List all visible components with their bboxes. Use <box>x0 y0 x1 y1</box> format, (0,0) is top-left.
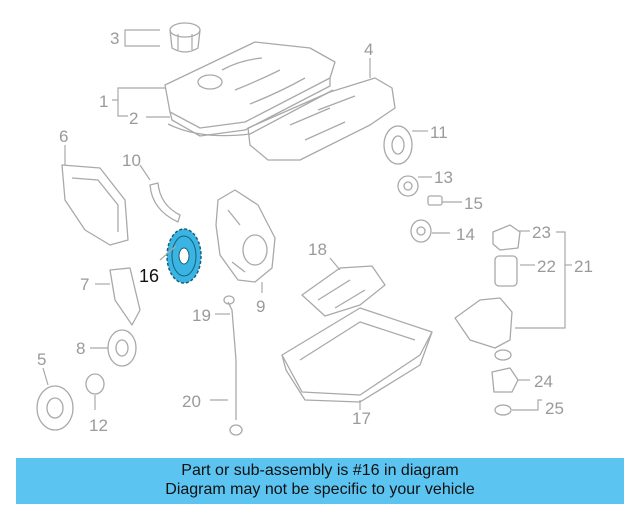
oil-filter-housing <box>454 224 521 416</box>
exploded-parts-diagram: 3 1 2 4 11 6 10 13 15 14 16 7 9 8 5 12 1… <box>36 22 593 436</box>
callout-4: 4 <box>364 40 373 59</box>
camshaft-sprocket <box>383 125 413 165</box>
callout-24: 24 <box>534 372 553 391</box>
callout-16: 16 <box>139 266 159 286</box>
leader-lines <box>42 29 572 411</box>
callout-1: 1 <box>99 92 108 111</box>
callout-19: 19 <box>192 306 211 325</box>
bracket <box>109 267 141 326</box>
crankshaft-pulley <box>36 385 74 431</box>
oil-filler-cap <box>169 22 201 53</box>
small-gear <box>85 373 105 395</box>
callout-22: 22 <box>537 257 556 276</box>
callout-3: 3 <box>110 29 119 48</box>
banner-line-2: Diagram may not be specific to your vehi… <box>165 481 475 498</box>
callout-7: 7 <box>80 275 89 294</box>
upper-timing-cover <box>247 77 396 161</box>
callout-labels: 3 1 2 4 11 6 10 13 15 14 16 7 9 8 5 12 1… <box>37 29 593 435</box>
bolt <box>427 195 443 206</box>
bearing-shell <box>149 182 181 223</box>
callout-10: 10 <box>122 151 141 170</box>
callout-11: 11 <box>430 123 448 142</box>
crankshaft-sprocket-highlighted[interactable] <box>166 228 202 284</box>
banner-line-1: Part or sub-assembly is #16 in diagram <box>181 462 459 479</box>
timing-belt-cover <box>61 164 129 246</box>
front-engine-cover <box>215 189 276 283</box>
callout-6: 6 <box>59 127 68 146</box>
callout-8: 8 <box>76 339 85 358</box>
valve-cover <box>164 41 336 137</box>
dipstick-tube <box>223 295 243 436</box>
callout-25: 25 <box>545 399 564 418</box>
idler-pulley <box>410 219 432 243</box>
tensioner-pulley <box>397 175 419 197</box>
callout-2: 2 <box>129 109 138 128</box>
callout-20: 20 <box>182 392 201 411</box>
callout-14: 14 <box>456 225 475 244</box>
callout-17: 17 <box>352 409 371 428</box>
callout-23: 23 <box>532 223 551 242</box>
callout-21: 21 <box>574 257 593 276</box>
callout-12: 12 <box>89 416 108 435</box>
oil-seal <box>107 329 137 367</box>
oil-baffle <box>301 265 386 317</box>
callout-5: 5 <box>37 350 46 369</box>
oil-pan <box>281 307 433 403</box>
info-banner: Part or sub-assembly is #16 in diagram D… <box>16 458 624 504</box>
callout-18: 18 <box>308 240 327 259</box>
callout-9: 9 <box>256 297 265 316</box>
callout-15: 15 <box>464 194 483 213</box>
callout-13: 13 <box>434 168 453 187</box>
